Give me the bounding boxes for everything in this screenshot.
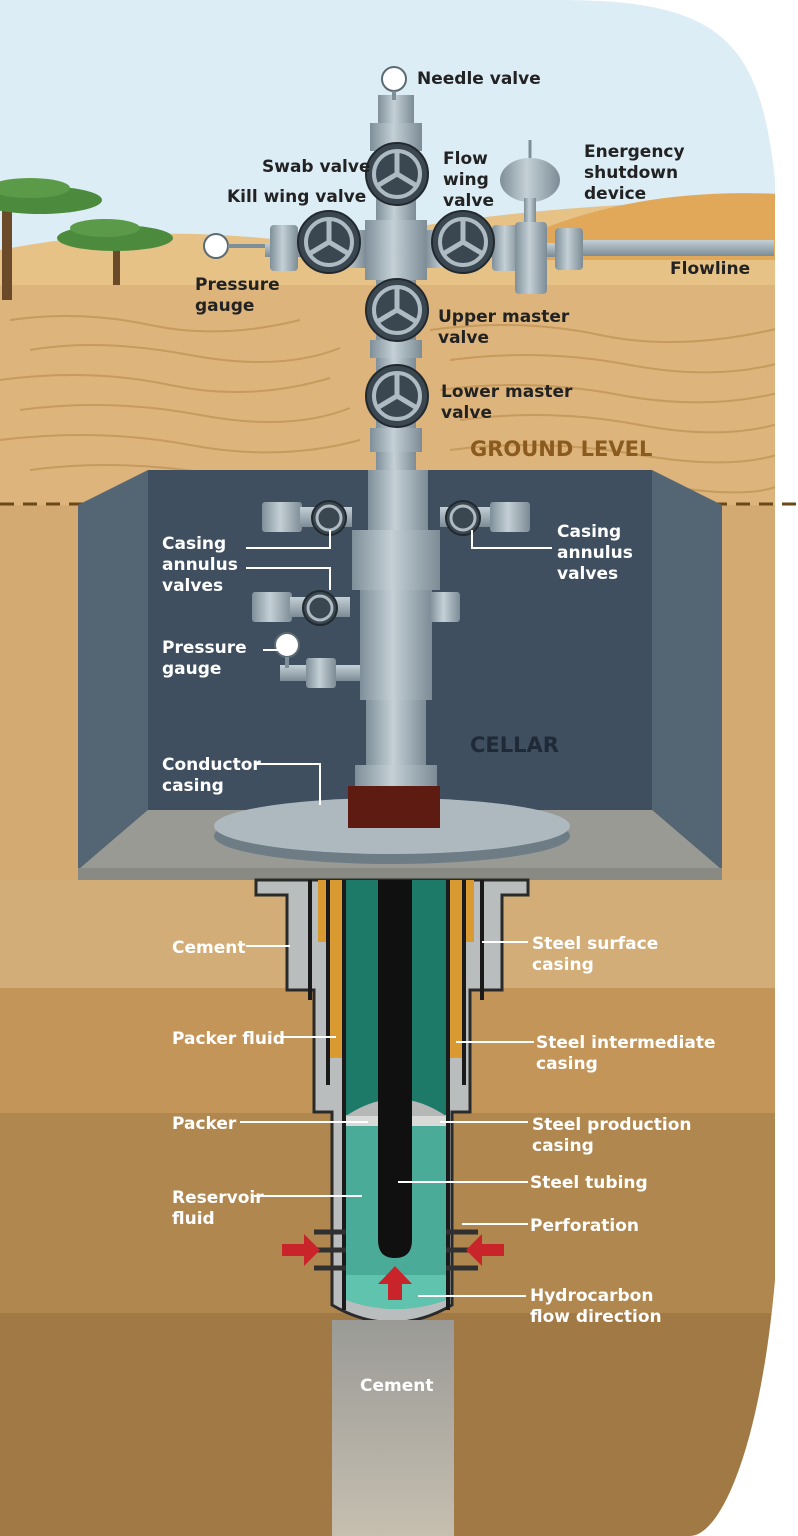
- cement-left-label: Cement: [172, 938, 245, 958]
- packer-label: Packer: [172, 1114, 237, 1134]
- cellar-label: CELLAR: [470, 733, 559, 757]
- perforation-label: Perforation: [530, 1216, 639, 1236]
- flow-wing-valve-label: Flow wing valve: [443, 149, 495, 211]
- ground-level-label: GROUND LEVEL: [470, 437, 652, 461]
- packer-fluid-label: Packer fluid: [172, 1029, 285, 1049]
- hydrocarbon-flow-label: Hydrocarbon flow direction: [530, 1286, 662, 1327]
- kill-wing-valve-label: Kill wing valve: [227, 187, 366, 207]
- swab-valve-label: Swab valve: [262, 157, 371, 177]
- needle-valve-label: Needle valve: [417, 69, 541, 89]
- cement-column: [332, 1320, 454, 1536]
- steel-tubing-label: Steel tubing: [530, 1173, 648, 1193]
- cement-bottom-label: Cement: [360, 1376, 433, 1396]
- flowline-pipe: [560, 240, 774, 256]
- flowline-label: Flowline: [670, 259, 750, 279]
